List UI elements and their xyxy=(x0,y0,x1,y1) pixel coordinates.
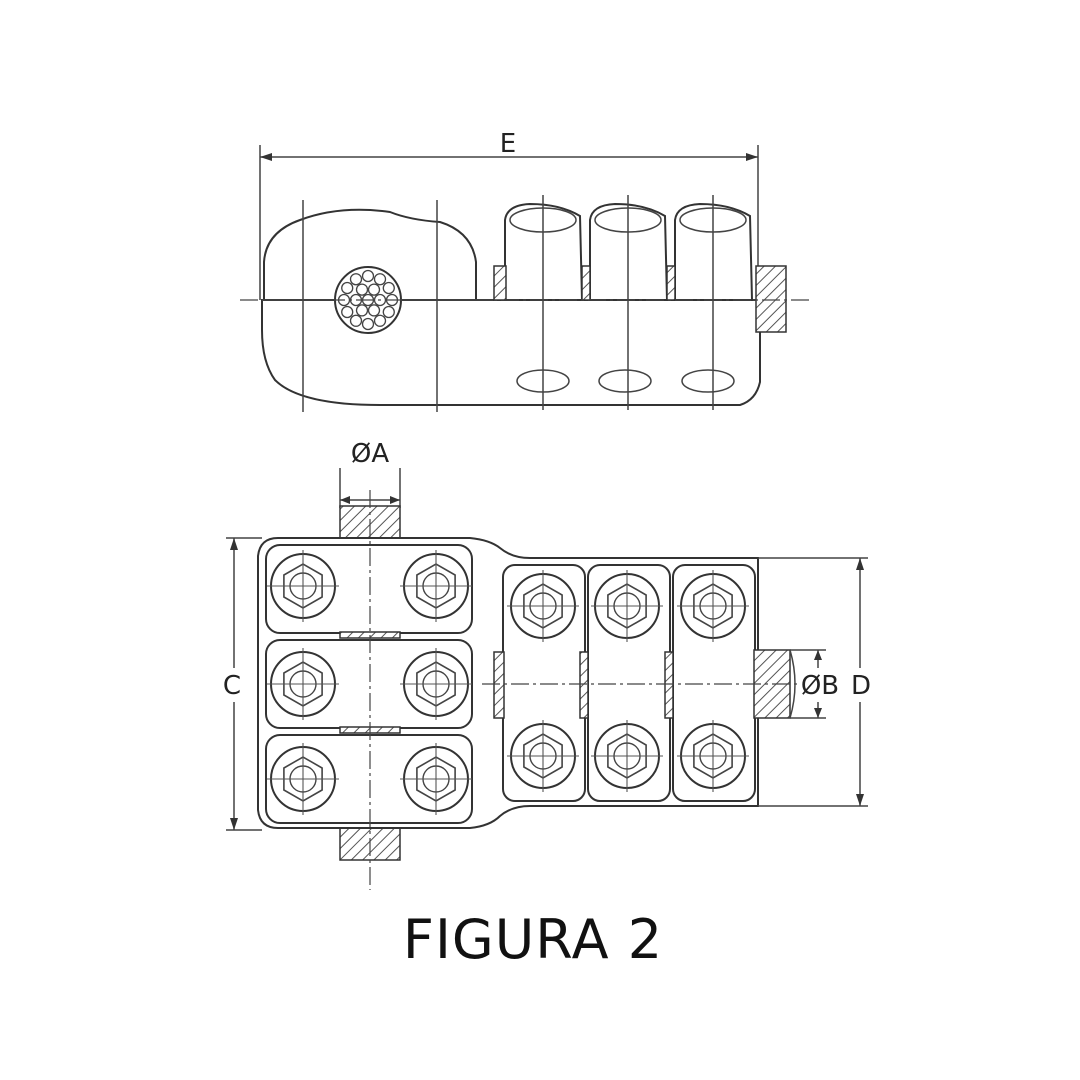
dimension-e-label: E xyxy=(500,129,516,159)
side-body-lower xyxy=(261,299,761,406)
cable-strand xyxy=(367,304,381,317)
cable-strand xyxy=(382,281,395,295)
cable-strand xyxy=(382,305,395,319)
side-cable-cap xyxy=(263,208,477,301)
cable-strand xyxy=(349,273,363,286)
bolt-head xyxy=(507,720,579,792)
dimension-d: D xyxy=(758,557,876,807)
dimension-c: C xyxy=(218,537,262,831)
cable-strand xyxy=(373,273,387,286)
dimension-a: ØA xyxy=(339,439,401,508)
bolt-head xyxy=(267,743,339,815)
bolt-head xyxy=(267,550,339,622)
cable-strand xyxy=(367,283,381,296)
cable-strand xyxy=(373,314,387,327)
bolt-head xyxy=(507,570,579,642)
bolt-head xyxy=(400,648,472,720)
bolt-head xyxy=(267,648,339,720)
dimension-a-label: ØA xyxy=(351,439,389,469)
side-view: E xyxy=(240,129,812,412)
bolt-head xyxy=(591,570,663,642)
cable-strand xyxy=(355,304,369,317)
bolt-head xyxy=(400,743,472,815)
cable-strand xyxy=(341,281,354,295)
cable-strand xyxy=(341,305,354,319)
bolt-head xyxy=(591,720,663,792)
bolt-head xyxy=(677,720,749,792)
dimension-e: E xyxy=(259,129,759,300)
dimension-b-label: ØB xyxy=(801,671,839,701)
side-right-stub xyxy=(755,265,787,333)
dimension-b: ØB xyxy=(790,649,840,719)
plan-bolts xyxy=(267,550,749,815)
bolt-head xyxy=(677,570,749,642)
plan-view: ØA xyxy=(218,439,876,890)
figure-caption: FIGURA 2 xyxy=(403,908,663,971)
cable-strand xyxy=(361,317,375,331)
cable-strand xyxy=(355,283,369,296)
cable-strand xyxy=(349,314,363,327)
cable-strand xyxy=(361,269,375,283)
dimension-c-label: C xyxy=(223,671,241,701)
dimension-d-label: D xyxy=(851,671,871,701)
bolt-head xyxy=(400,550,472,622)
